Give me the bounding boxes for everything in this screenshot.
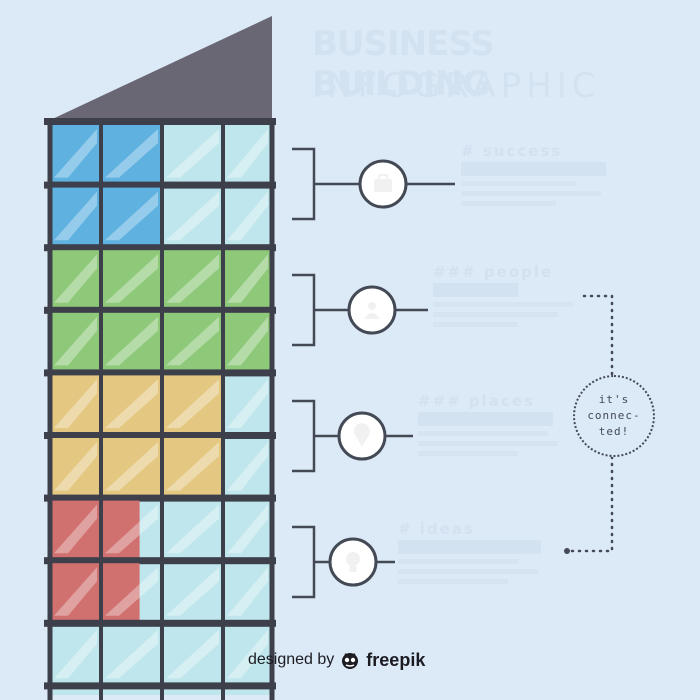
credit-brand: freepik xyxy=(366,649,426,670)
credit-prefix: designed by xyxy=(248,651,335,668)
glass-reflection xyxy=(166,191,219,241)
glass-reflection xyxy=(166,379,219,428)
glass-reflection xyxy=(166,254,219,303)
glass-reflection xyxy=(227,567,268,616)
window-mullion xyxy=(99,125,103,700)
glass-reflection xyxy=(105,629,158,679)
glass-reflection xyxy=(54,379,97,428)
glass-reflection xyxy=(227,316,268,366)
floor-color-band xyxy=(50,187,162,251)
glass-reflection xyxy=(54,442,97,491)
glass-reflection xyxy=(105,442,158,491)
connection-dot xyxy=(564,548,570,554)
briefcase-icon xyxy=(374,174,392,192)
bracket-connector xyxy=(292,399,413,473)
glass-reflection xyxy=(166,129,219,178)
bracket-connector xyxy=(292,525,395,599)
floor-color-band xyxy=(50,563,140,626)
location-icon xyxy=(354,423,370,447)
glass-reflection xyxy=(227,504,268,554)
roof xyxy=(46,16,272,122)
glass-reflection xyxy=(54,316,97,366)
window-mullion xyxy=(221,125,225,700)
info-block-success: # success xyxy=(461,142,606,206)
glass-reflection xyxy=(227,254,268,303)
connectors xyxy=(292,147,455,599)
glass-reflection xyxy=(166,316,219,366)
connected-label: it's connec- ted! xyxy=(587,393,641,438)
infographic-title: BUSINESS BUILDING xyxy=(312,24,495,104)
glass-reflection xyxy=(105,191,158,241)
bracket-connector xyxy=(292,147,455,221)
info-block-places: ### places xyxy=(418,392,563,456)
glass-reflection xyxy=(105,567,158,616)
roof-ledge xyxy=(44,118,276,125)
window-mullion xyxy=(47,125,53,700)
infographic-subtitle: INFOGRAPHIC xyxy=(312,66,601,106)
glass-reflection xyxy=(166,629,219,679)
glass-reflection xyxy=(105,379,158,428)
glass-reflection xyxy=(166,504,219,554)
glass-reflection xyxy=(166,567,219,616)
floor-color-band xyxy=(50,375,223,438)
glass-reflection xyxy=(166,442,219,491)
glass-reflection xyxy=(54,191,97,241)
window-mullion xyxy=(269,125,275,700)
glass-reflection xyxy=(227,629,268,679)
info-heading-people: ### people xyxy=(433,263,554,281)
floor-color-band xyxy=(50,125,162,188)
window-mullion xyxy=(160,125,164,700)
glass-reflection xyxy=(54,129,97,178)
info-block-ideas: # ideas xyxy=(398,520,543,584)
credit: designed by freepik xyxy=(248,647,425,673)
connected-badge: it's connec- ted! xyxy=(573,375,655,457)
glass-reflection xyxy=(105,316,158,366)
glass-reflection xyxy=(54,504,97,554)
glass-reflection xyxy=(54,567,97,616)
glass-reflection xyxy=(227,129,268,178)
building xyxy=(44,125,276,700)
floor-color-band xyxy=(50,438,223,501)
glass-reflection xyxy=(105,504,158,554)
floor-color-band xyxy=(50,500,140,564)
glass-reflection xyxy=(227,191,268,241)
lightbulb-icon xyxy=(346,552,360,572)
info-block-people: ### people xyxy=(433,263,578,327)
glass-reflection xyxy=(227,379,268,428)
info-heading-ideas: # ideas xyxy=(398,520,475,538)
glass-reflection xyxy=(227,442,268,491)
bracket-connector xyxy=(292,273,428,347)
glass-reflection xyxy=(54,254,97,303)
glass-reflection xyxy=(105,129,158,178)
glass-reflection xyxy=(105,254,158,303)
info-heading-success: # success xyxy=(461,142,563,160)
glass-reflection xyxy=(54,629,97,679)
connection-dotted-line xyxy=(566,294,614,553)
team-icon xyxy=(364,302,380,319)
freepik-logo-icon xyxy=(342,653,359,669)
info-heading-places: ### places xyxy=(418,392,535,410)
